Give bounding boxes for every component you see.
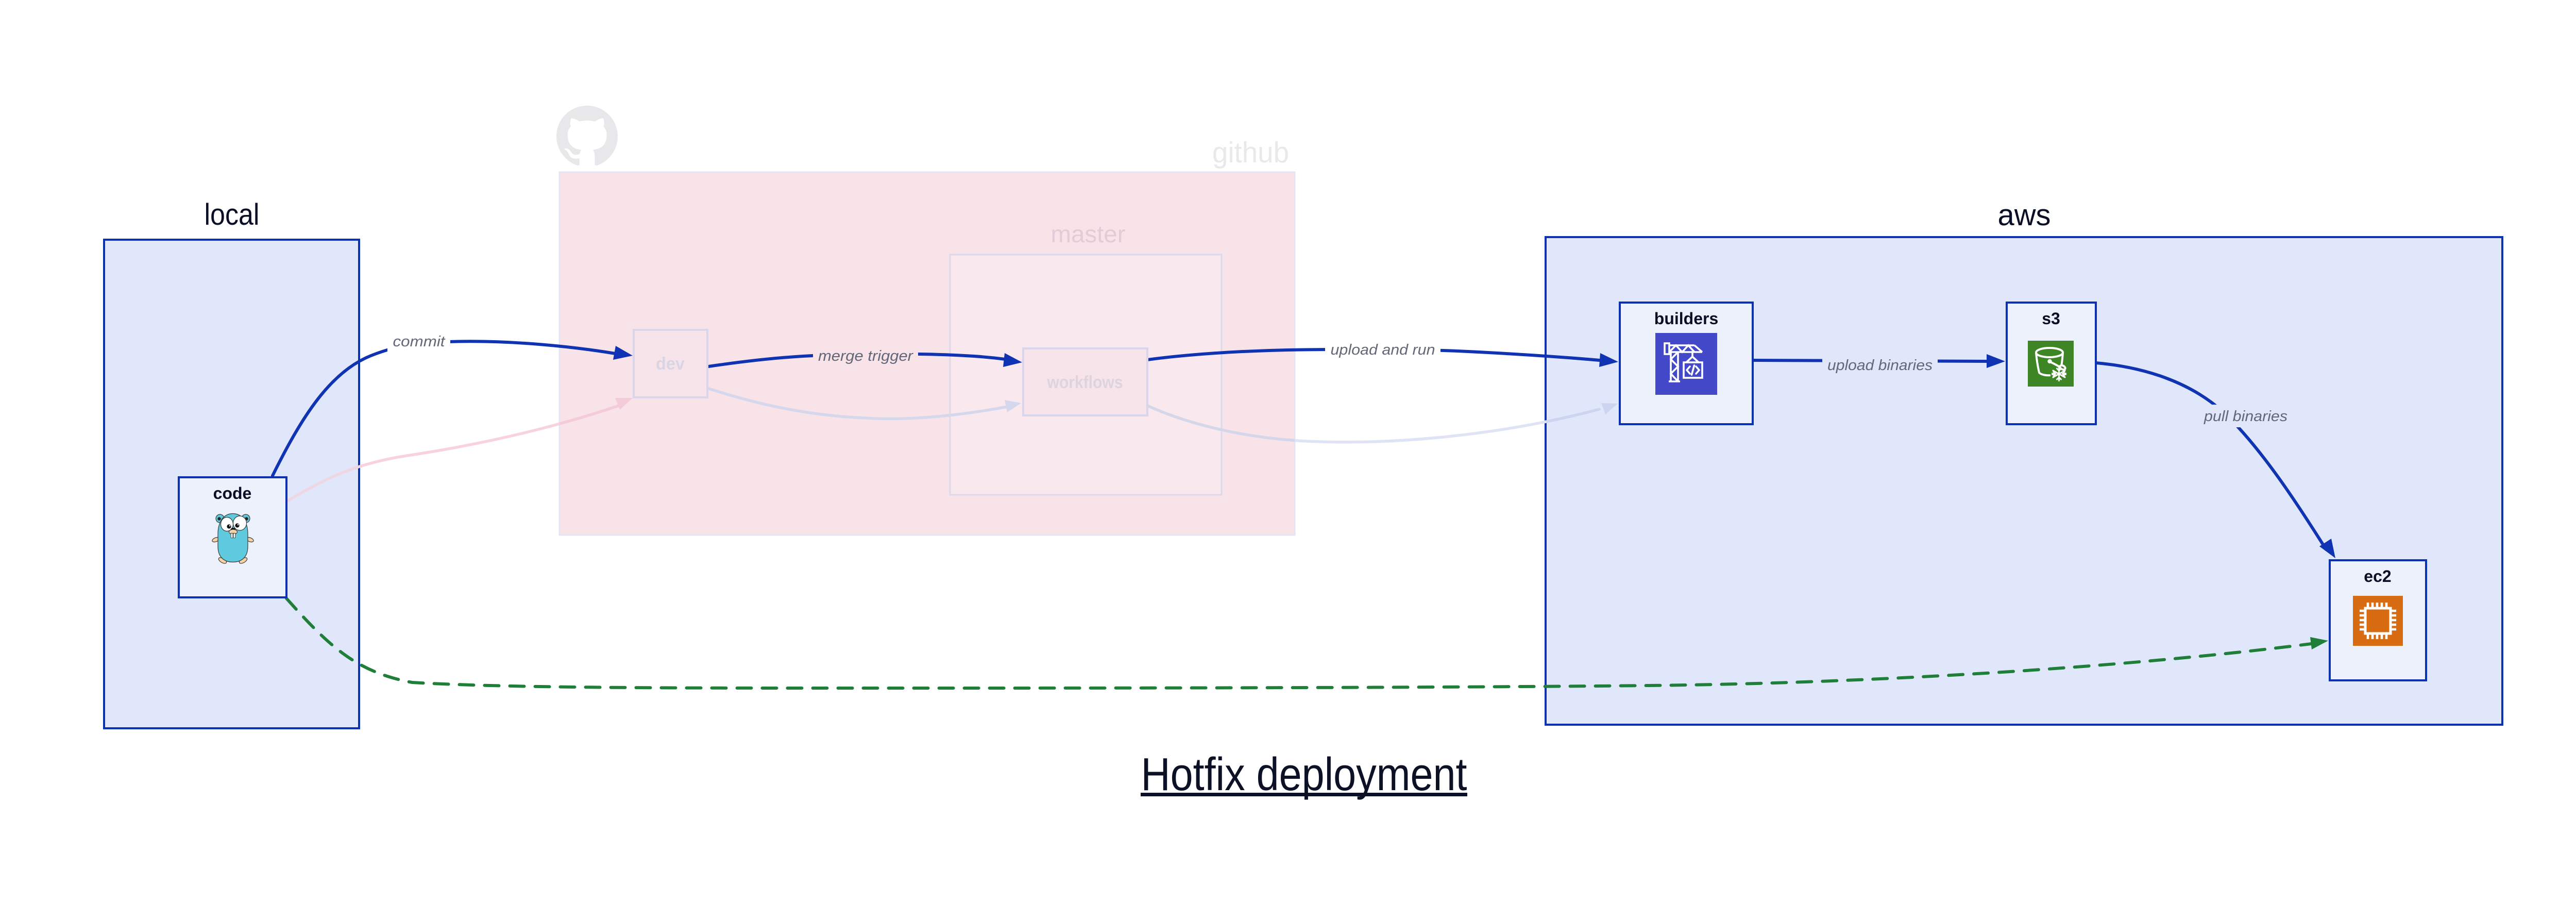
svg-text:builders: builders	[1654, 309, 1718, 328]
svg-text:master: master	[1051, 221, 1126, 247]
svg-text:upload binaries: upload binaries	[1827, 357, 1933, 374]
svg-text:s3: s3	[2042, 309, 2060, 328]
svg-text:upload and run: upload and run	[1331, 342, 1435, 358]
svg-text:ec2: ec2	[2364, 567, 2391, 586]
svg-text:commit: commit	[393, 333, 446, 350]
svg-text:aws: aws	[1998, 198, 2051, 232]
svg-text:dev: dev	[656, 354, 685, 374]
svg-text:pull binaries: pull binaries	[2204, 408, 2287, 425]
svg-text:github: github	[1212, 136, 1289, 169]
svg-text:workflows: workflows	[1047, 373, 1123, 392]
svg-text:code: code	[213, 484, 252, 503]
svg-text:merge trigger: merge trigger	[818, 348, 913, 364]
svg-text:local: local	[205, 198, 260, 231]
svg-text:Hotfix deployment: Hotfix deployment	[1141, 749, 1467, 800]
